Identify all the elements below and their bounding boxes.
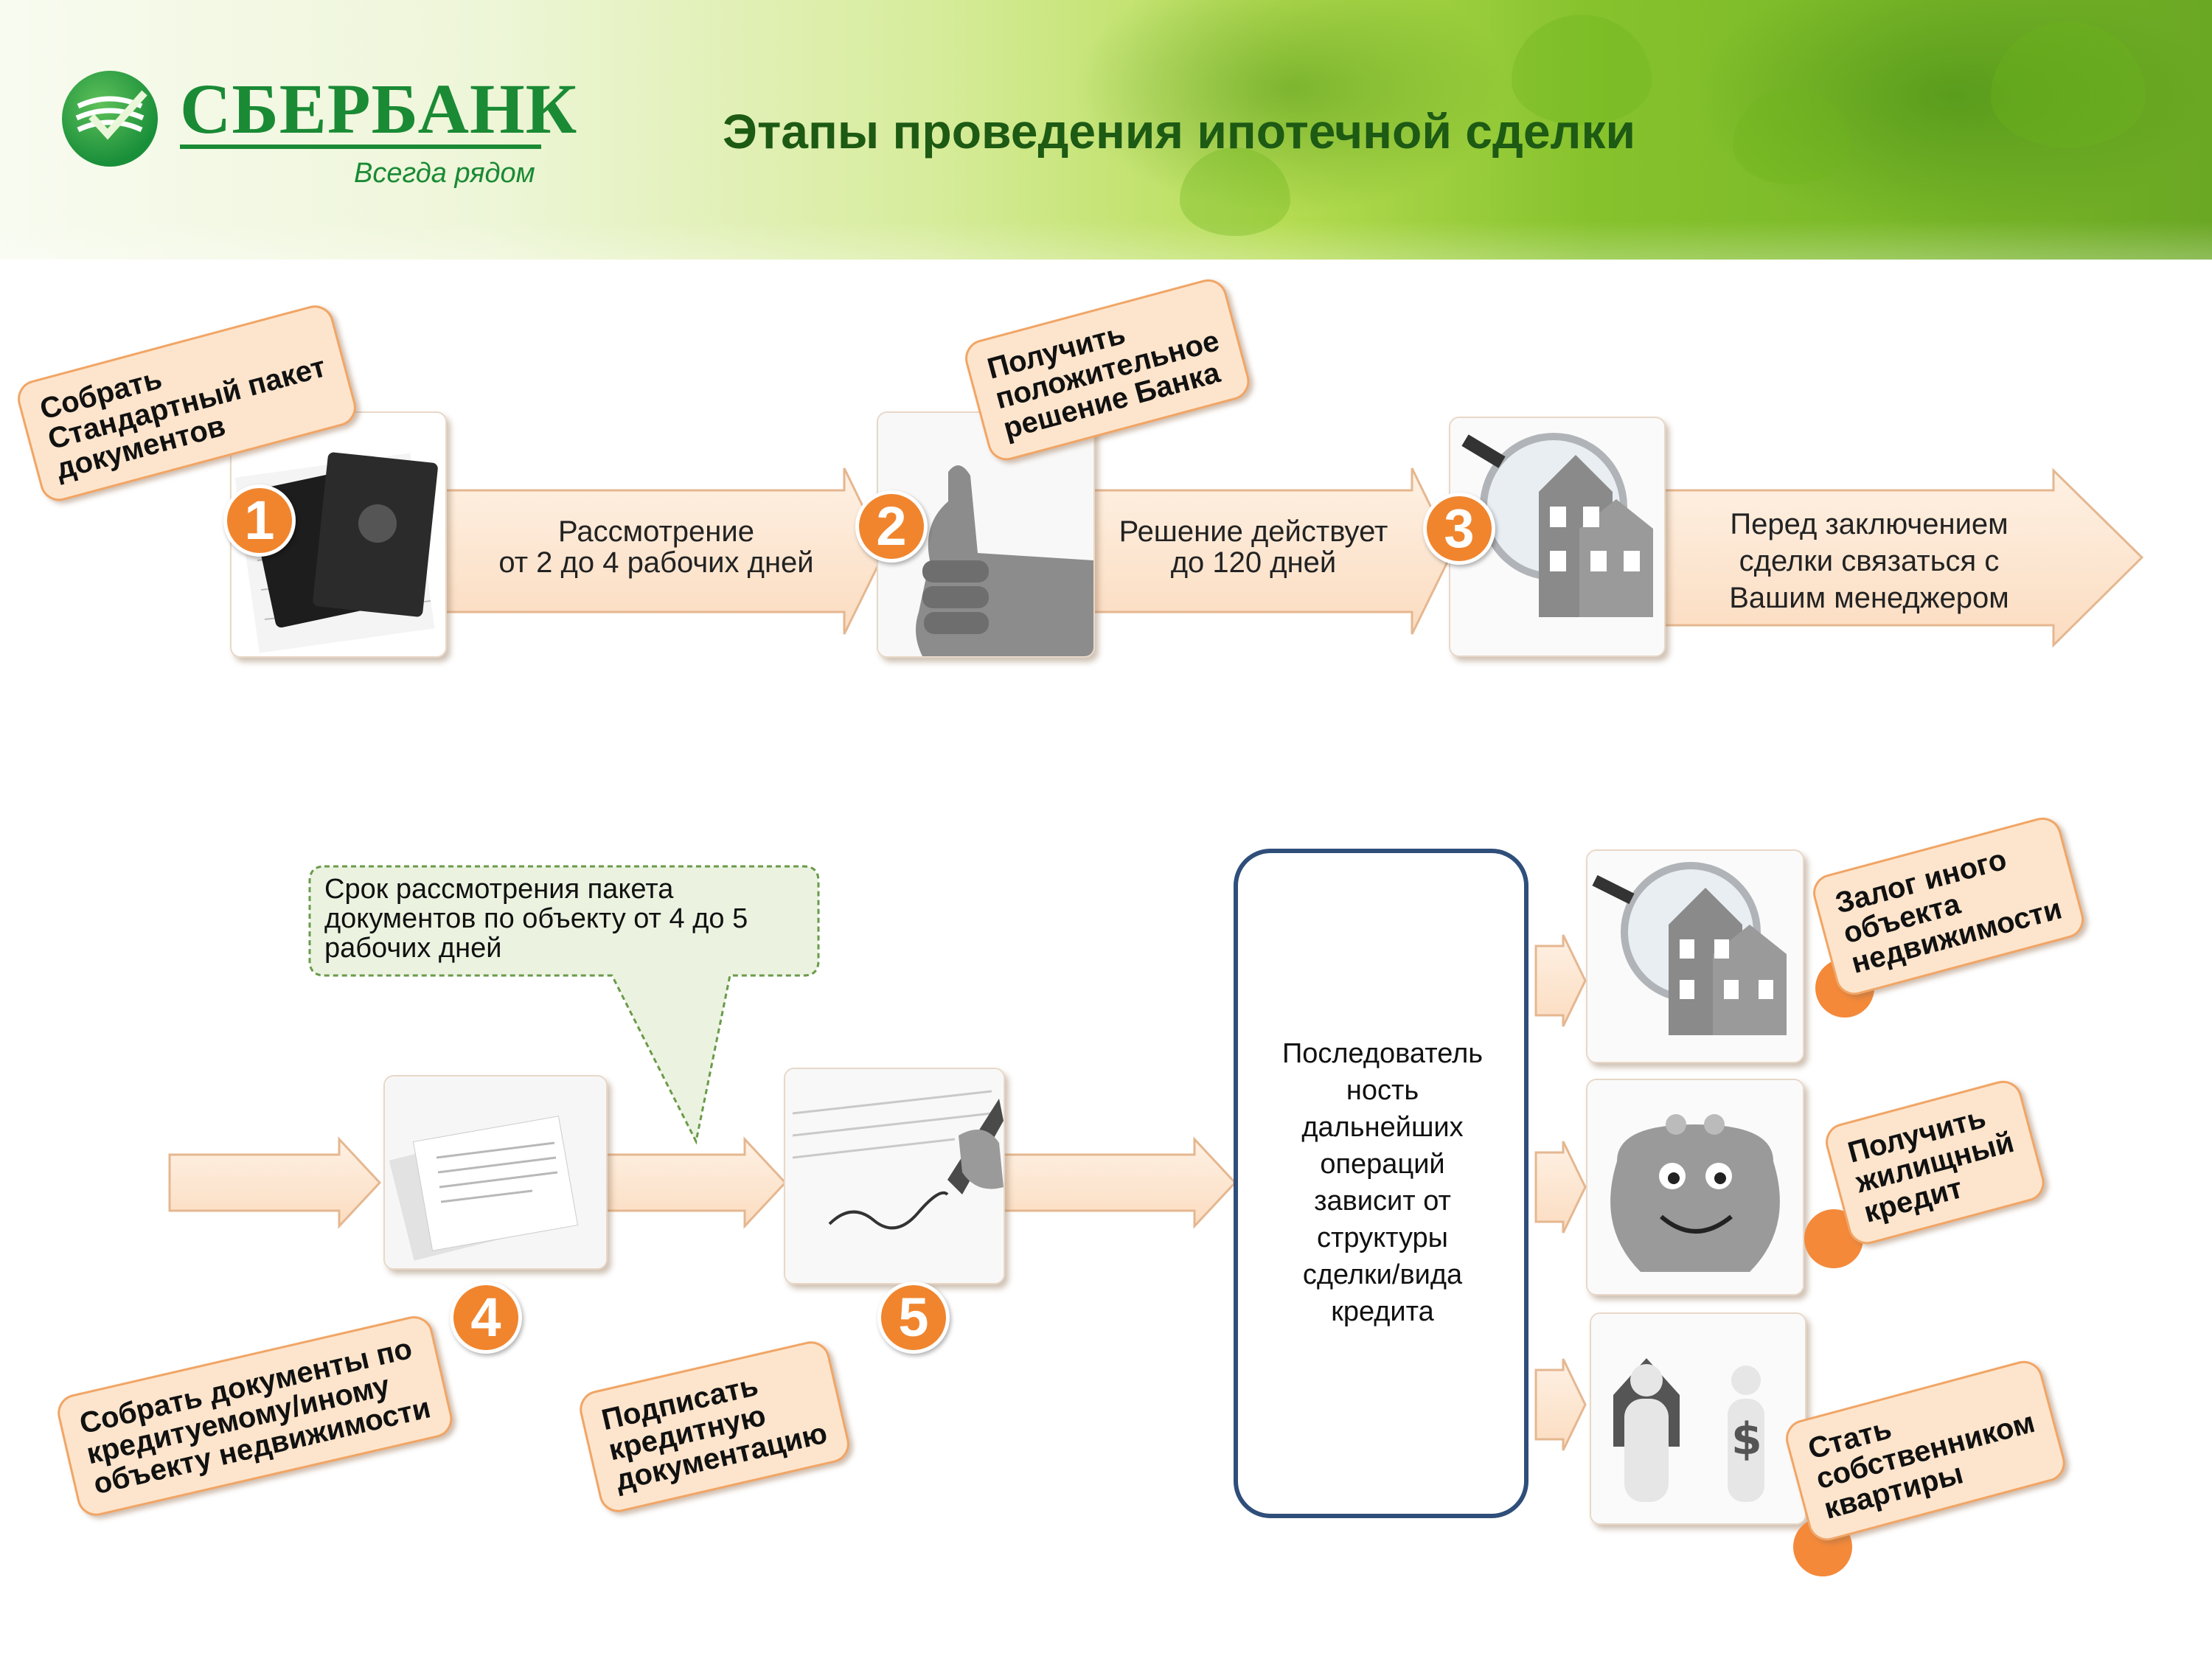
step3-number-badge: 3 bbox=[1423, 493, 1495, 565]
brand-slogan: Всегда рядом bbox=[354, 158, 535, 189]
brand-name: СБЕРБАНК bbox=[180, 69, 578, 148]
step5-number-badge: 5 bbox=[877, 1281, 950, 1354]
signing-pen-icon bbox=[785, 1069, 1004, 1283]
arrow-to-option-3 bbox=[1534, 1358, 1587, 1451]
arrow-row2-entry bbox=[168, 1136, 382, 1229]
structure-box bbox=[1234, 849, 1528, 1518]
leaf-decoration bbox=[1512, 15, 1652, 125]
step3-photo bbox=[1449, 417, 1666, 657]
callout-text: Срок рассмотрения пакета документов по о… bbox=[324, 874, 748, 964]
structure-box-text: Последователь ность дальнейших операций … bbox=[1281, 1038, 1484, 1327]
document-stack-icon bbox=[385, 1077, 606, 1268]
arrow2-label: Решение действует до 120 дней bbox=[1119, 515, 1388, 579]
callout-bubble bbox=[308, 865, 820, 1145]
arrow-to-option-2 bbox=[1534, 1141, 1587, 1234]
arrow-step3-final bbox=[1661, 467, 2144, 648]
svg-text:$: $ bbox=[1731, 1413, 1762, 1465]
step2-number-badge: 2 bbox=[855, 490, 928, 563]
house-exchange-icon: $ bbox=[1591, 1314, 1805, 1523]
arrow3-label: Перед заключением сделки связаться с Ваш… bbox=[1729, 508, 2009, 614]
arrow-step2-to-step3 bbox=[1090, 467, 1454, 635]
leaf-decoration bbox=[1733, 88, 1851, 184]
arrow-step1-to-step2 bbox=[441, 467, 886, 635]
magnifier-house-icon bbox=[1587, 851, 1803, 1062]
leaf-decoration bbox=[1180, 147, 1290, 236]
sberbank-logo-icon bbox=[62, 71, 158, 167]
step4-photo bbox=[383, 1075, 608, 1270]
step4-number-badge: 4 bbox=[450, 1281, 522, 1354]
step5-photo bbox=[784, 1068, 1005, 1284]
arrow-step5-to-box bbox=[1001, 1136, 1237, 1229]
header-banner bbox=[0, 0, 2212, 260]
leaf-decoration bbox=[1991, 22, 2146, 147]
step1-number-badge: 1 bbox=[223, 484, 296, 557]
smiling-purse-icon bbox=[1587, 1080, 1803, 1294]
magnifier-house-icon bbox=[1450, 418, 1664, 655]
option2-photo bbox=[1586, 1079, 1804, 1295]
arrow1-label: Рассмотрение от 2 до 4 рабочих дней bbox=[498, 515, 814, 579]
arrow-to-option-1 bbox=[1534, 934, 1587, 1027]
page-title: Этапы проведения ипотечной сделки bbox=[723, 104, 1636, 159]
option3-photo: $ bbox=[1590, 1312, 1806, 1525]
brand-underline bbox=[180, 145, 541, 149]
arrow-step4-to-step5 bbox=[603, 1136, 787, 1229]
option1-photo bbox=[1586, 849, 1804, 1063]
